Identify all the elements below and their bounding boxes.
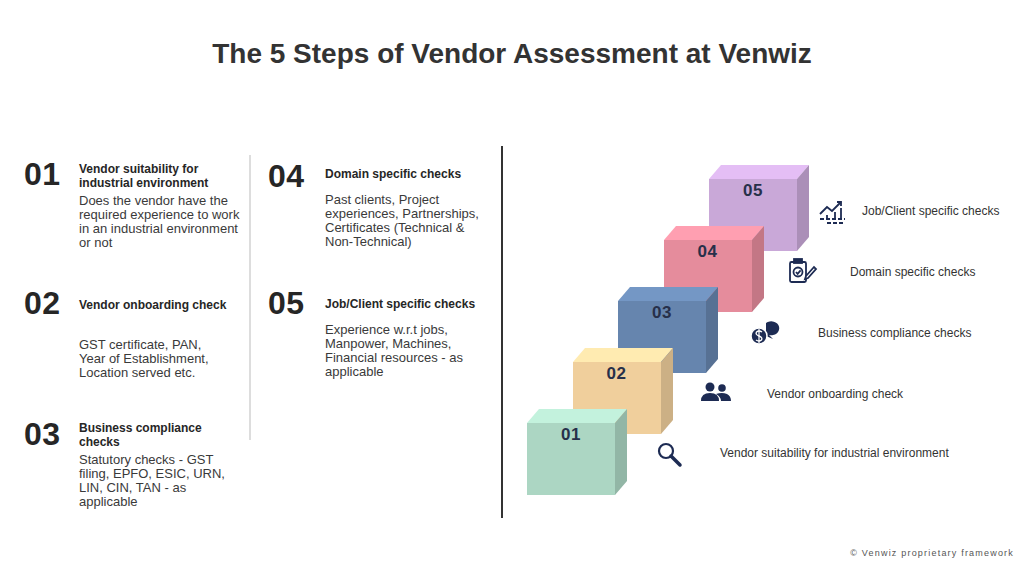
step-label: Business compliance checks [818,325,971,341]
step-number: 01 [24,158,61,190]
step-label: Domain specific checks [850,264,975,280]
cube-top [618,287,718,301]
step-description: Does the vendor have the required experi… [79,194,247,250]
step-number: 03 [618,303,706,323]
step-description: Experience w.r.t jobs, Manpower, Machine… [325,323,490,379]
footer-note: © Venwiz proprietary framework [850,548,1014,558]
step-number: 01 [527,425,615,445]
step-label: Vendor suitability for industrial enviro… [720,445,949,461]
step-number: 05 [268,287,305,319]
cube-side [752,226,764,312]
step-number: 04 [664,242,752,262]
section-divider [501,146,503,518]
step-number: 04 [268,160,305,192]
step-label: Vendor onboarding check [767,386,903,402]
step-heading: Domain specific checks [325,167,490,181]
cube-shape [527,407,627,495]
step-description: Statutory checks - GST filing, EPFO, ESI… [79,453,234,509]
clipboard-icon [790,259,816,282]
step-heading: Vendor onboarding check [79,298,244,312]
step-description: GST certificate, PAN, Year of Establishm… [79,338,229,380]
cube-front [664,240,752,312]
cube-front [709,179,797,251]
finance-chat-icon [751,321,779,344]
cube-side [706,287,718,373]
cube-top [664,226,764,240]
chart-icon [820,202,845,223]
step-number: 03 [24,418,61,450]
cube-front [527,423,615,495]
cube-side [615,409,627,495]
column-divider [249,155,251,440]
step-number: 02 [573,364,661,384]
step-description: Past clients, Project experiences, Partn… [325,193,485,249]
step-heading: Vendor suitability for industrial enviro… [79,162,244,190]
cube-side [661,348,673,434]
search-icon [659,444,680,465]
step-number: 02 [24,287,61,319]
people-icon [701,383,731,402]
step-heading: Business compliance checks [79,421,219,449]
cube-top [527,409,627,423]
step-cube: 01 [527,407,627,495]
cube-top [709,165,809,179]
step-label: Job/Client specific checks [862,203,999,219]
step-heading: Job/Client specific checks [325,297,490,311]
cube-front [618,301,706,373]
step-number: 05 [709,181,797,201]
diagram-title: The 5 Steps of Vendor Assessment at Venw… [0,38,1024,70]
cube-top [573,348,673,362]
cube-side [797,165,809,251]
cube-front [573,362,661,434]
